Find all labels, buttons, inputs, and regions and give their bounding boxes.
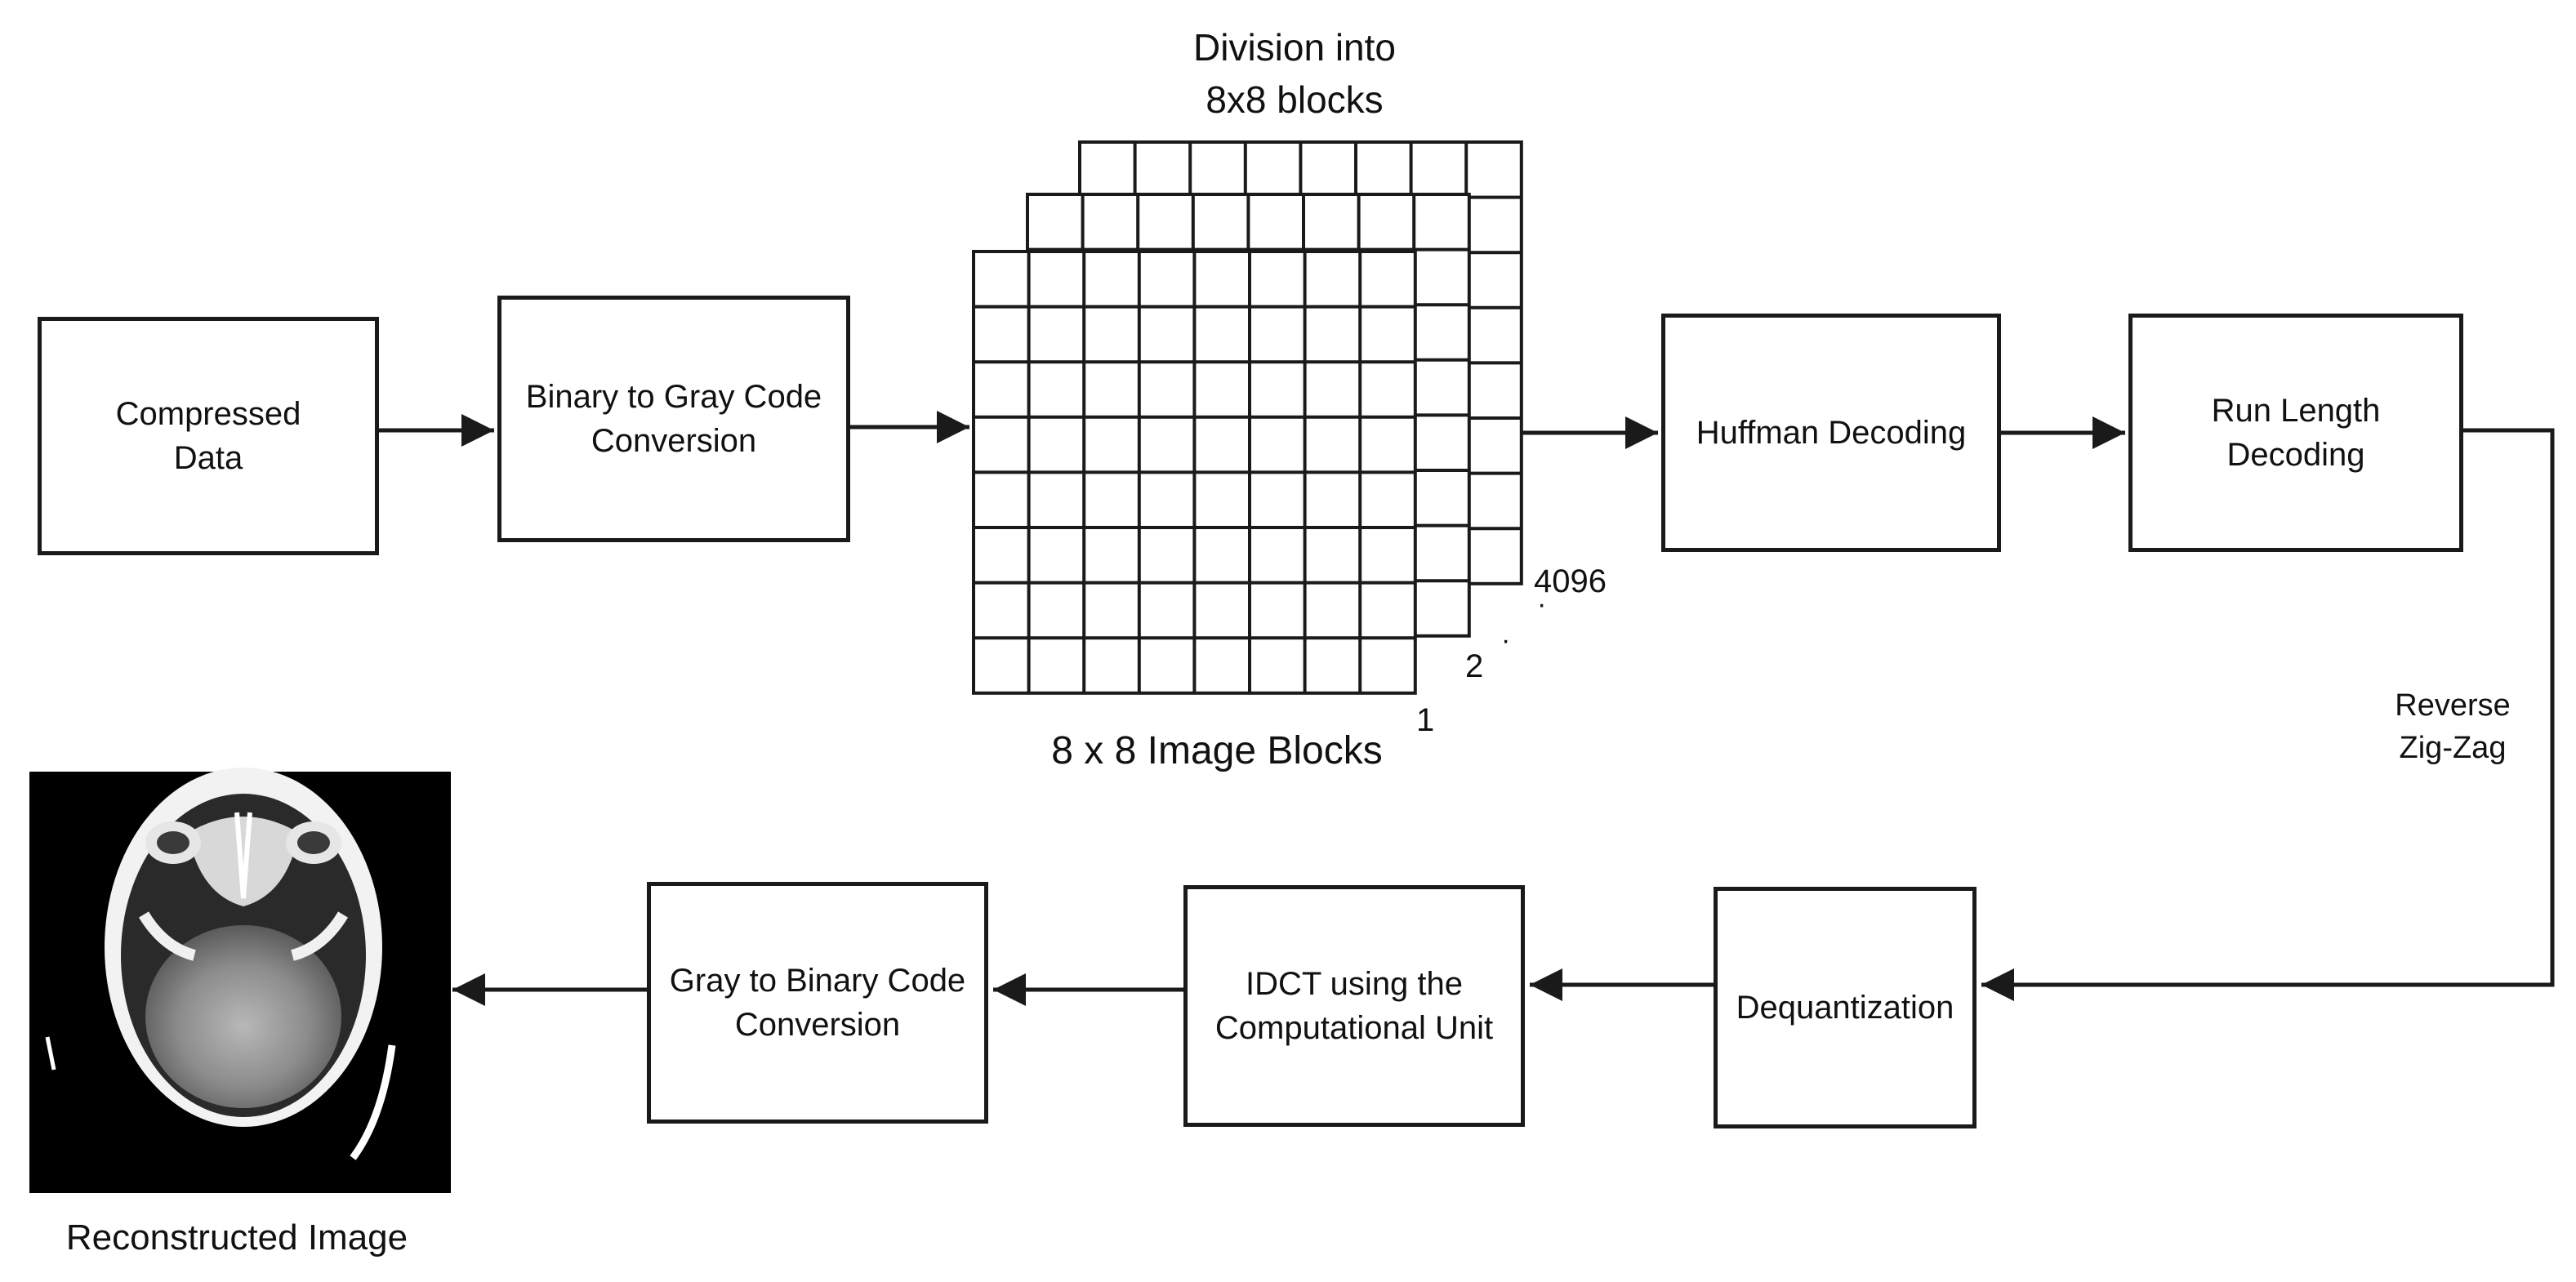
box-label-line: Gray to Binary Code [669, 963, 966, 999]
run-length-decoding-box: Run Length Decoding [2128, 314, 2463, 552]
box-label-line: Data [173, 440, 243, 476]
reconstructed-image-caption: Reconstructed Image [65, 1217, 408, 1258]
block-index-last: 4096 [1534, 563, 1607, 599]
idct-box: IDCT using the Computational Unit [1183, 885, 1525, 1127]
dequantization-box: Dequantization [1714, 887, 1977, 1128]
ellipsis-dot: · [1501, 625, 1511, 656]
box-label-line: Decoding [2226, 437, 2365, 473]
box-label-line: Computational Unit [1214, 1010, 1494, 1046]
reconstructed-image [29, 768, 451, 1193]
box-label-line: Huffman Decoding [1696, 415, 1967, 451]
image-block-stack [972, 140, 1523, 695]
blocks-title-line: 8x8 blocks [1206, 78, 1384, 121]
box-label-line: Conversion [591, 423, 757, 459]
box-label-line: IDCT using the [1245, 966, 1464, 1002]
block-index-first: 1 [1416, 702, 1435, 738]
gray-to-binary-box: Gray to Binary Code Conversion [647, 882, 988, 1124]
reverse-zigzag-line: Reverse [2395, 688, 2511, 723]
grid-block-1 [972, 250, 1417, 695]
reverse-zigzag-label: Reverse Zig-Zag [2383, 684, 2522, 769]
block-index-second: 2 [1465, 648, 1484, 684]
reverse-zigzag-line: Zig-Zag [2399, 731, 2507, 765]
box-label-line: Dequantization [1736, 990, 1954, 1026]
box-label-line: Conversion [734, 1007, 901, 1043]
huffman-decoding-box: Huffman Decoding [1661, 314, 2001, 552]
compressed-data-box: Compressed Data [38, 317, 379, 555]
blocks-title: Division into 8x8 blocks [1119, 21, 1470, 126]
blocks-caption: 8 x 8 Image Blocks [1051, 729, 1383, 772]
ellipsis-dot: · [1537, 589, 1547, 620]
arrow-rle-to-dequantization [1981, 428, 2555, 1001]
binary-to-gray-box: Binary to Gray Code Conversion [497, 296, 850, 542]
box-label-line: Compressed [115, 396, 301, 432]
box-label-line: Run Length [2211, 393, 2381, 429]
blocks-title-line: Division into [1193, 26, 1396, 69]
box-label-line: Binary to Gray Code [525, 379, 822, 415]
